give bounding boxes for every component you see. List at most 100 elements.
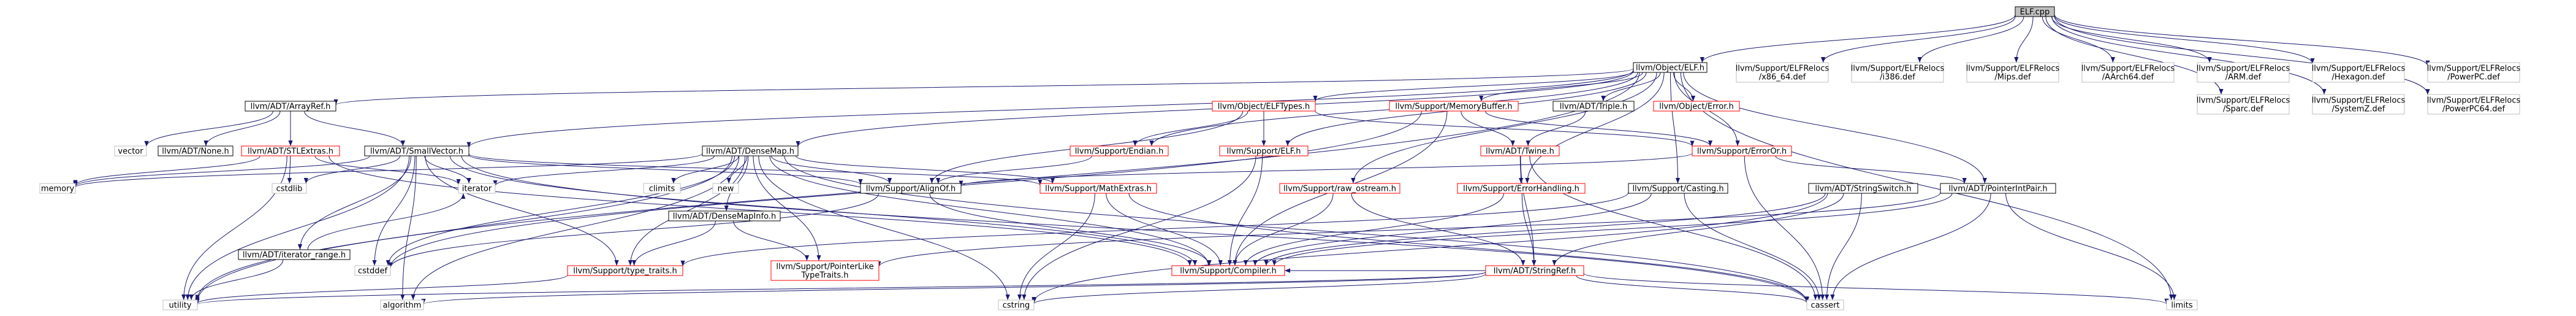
node-label: llvm/ADT/DenseMapInfo.h — [673, 212, 776, 222]
node-box — [354, 265, 391, 276]
edge-densemap-to-cstring — [758, 155, 1010, 301]
node-cstring: cstring — [998, 299, 1035, 310]
edge-typetraits-to-utility — [195, 274, 568, 304]
node-label: llvm/Support/ELFRelocs — [2427, 96, 2521, 106]
node-relocs-hexagon: llvm/Support/ELFRelocs/Hexagon.def — [2312, 62, 2406, 83]
node-twine[interactable]: llvm/ADT/Twine.h — [1480, 145, 1560, 156]
node-label: llvm/ADT/Triple.h — [1560, 102, 1627, 112]
edge-arrayref-to-none — [203, 110, 281, 147]
edge-smallvector-to-mathextras — [468, 153, 1043, 186]
node-memorybuffer[interactable]: llvm/Support/MemoryBuffer.h — [1389, 101, 1519, 112]
edge-elf_cpp-to-relocs_ppc64 — [2054, 15, 2430, 95]
node-box — [1808, 183, 1918, 194]
edge-densemap-to-algorithm — [411, 155, 740, 301]
node-object-elf[interactable]: llvm/Object/ELF.h — [1633, 62, 1708, 73]
node-box — [1806, 299, 1844, 310]
edge-densemapinfo-to-ptrliketraits — [733, 220, 810, 261]
node-objerror[interactable]: llvm/Object/Error.h — [1653, 101, 1740, 112]
node-label: llvm/Support/ErrorOr.h — [1697, 147, 1787, 156]
edge-alignof-to-compiler — [929, 193, 1212, 266]
node-label: llvm/Support/ELFRelocs — [2197, 64, 2290, 74]
node-relocs-systemz: llvm/Support/ELFRelocs/SystemZ.def — [2312, 94, 2406, 115]
node-box — [2015, 6, 2055, 17]
node-relocs-aarch64: llvm/Support/ELFRelocs/AArch64.def — [2081, 62, 2175, 83]
edge-elftypes-to-endian — [1133, 110, 1248, 147]
node-box — [39, 183, 76, 194]
edge-twine-to-errorhandling — [1519, 155, 1524, 184]
node-label: new — [718, 185, 734, 194]
edge-object_elf-to-errorhandling — [1525, 72, 1665, 184]
node-label: cstddef — [358, 267, 388, 276]
node-alignof[interactable]: llvm/Support/AlignOf.h — [860, 183, 962, 194]
edge-elf_cpp-to-relocs_sparc — [2045, 16, 2224, 95]
edge-mathextras-to-cassert — [1128, 193, 1809, 303]
node-relocs-ppc: llvm/Support/ELFRelocs/PowerPC.def — [2427, 62, 2521, 83]
node-box — [1480, 145, 1560, 156]
node-label: memory — [41, 185, 75, 194]
node-box — [241, 145, 340, 156]
node-errorhandling[interactable]: llvm/Support/ErrorHandling.h — [1457, 183, 1586, 194]
node-memory: memory — [39, 183, 76, 194]
node-label: llvm/Support/ELFRelocs — [2081, 64, 2175, 74]
node-iterator-range[interactable]: llvm/ADT/iterator_range.h — [238, 249, 351, 260]
node-endian[interactable]: llvm/Support/Endian.h — [1070, 145, 1169, 156]
edge-elf_cpp-to-relocs_hexagon — [2054, 15, 2315, 64]
node-label: /Hexagon.def — [2332, 73, 2385, 82]
node-mathextras[interactable]: llvm/Support/MathExtras.h — [1039, 183, 1157, 194]
edge-object_elf-to-arrayref — [334, 68, 1634, 106]
edge-iterator_range-to-utility — [189, 259, 284, 301]
node-casting[interactable]: llvm/Support/Casting.h — [1628, 183, 1728, 194]
node-cstdlib: cstdlib — [272, 183, 307, 194]
edge-supportelf-to-cstring — [1022, 155, 1256, 301]
edge-stlextras-to-memory — [73, 155, 260, 186]
node-smallvector[interactable]: llvm/ADT/SmallVector.h — [364, 145, 469, 156]
node-relocs-i386: llvm/Support/ELFRelocs/i386.def — [1851, 62, 1945, 83]
node-label: llvm/Support/MathExtras.h — [1045, 185, 1152, 194]
node-compiler[interactable]: llvm/Support/Compiler.h — [1171, 265, 1285, 276]
node-typetraits[interactable]: llvm/Support/type_traits.h — [567, 265, 683, 276]
edge-errorhandling-to-compiler — [1243, 193, 1504, 266]
node-box — [380, 299, 424, 310]
node-box — [1485, 265, 1584, 276]
node-erroror[interactable]: llvm/Support/ErrorOr.h — [1692, 145, 1792, 156]
node-none[interactable]: llvm/ADT/None.h — [158, 145, 234, 156]
node-densemap[interactable]: llvm/ADT/DenseMap.h — [702, 145, 799, 156]
edge-stringref-to-algorithm — [422, 271, 1486, 305]
node-box — [1070, 145, 1169, 156]
node-supportelf[interactable]: llvm/Support/ELF.h — [1219, 145, 1309, 156]
node-box — [364, 145, 469, 156]
node-label: llvm/ADT/DenseMap.h — [706, 147, 794, 156]
node-label: llvm/Support/ELFRelocs — [2427, 64, 2521, 74]
edge-smallvector-to-iterator — [424, 155, 471, 184]
node-label: climits — [649, 185, 675, 194]
edge-smallvector-to-utility — [185, 155, 410, 301]
node-box — [1692, 145, 1792, 156]
node-triple[interactable]: llvm/ADT/Triple.h — [1552, 101, 1635, 112]
node-label: cstring — [1003, 301, 1030, 310]
node-cassert: cassert — [1806, 299, 1844, 310]
edge-object_elf-to-pointerintpair — [1683, 72, 1987, 184]
node-stringref[interactable]: llvm/ADT/StringRef.h — [1485, 265, 1584, 276]
node-elf-cpp[interactable]: ELF.cpp — [2015, 6, 2055, 17]
node-label: /i386.def — [1880, 73, 1915, 82]
node-rawostream[interactable]: llvm/Support/raw_ostream.h — [1279, 183, 1400, 194]
edge-pointerintpair-to-ptrliketraits — [876, 192, 1941, 267]
edge-elf_cpp-to-relocs_mips — [2014, 16, 2034, 63]
node-label: /x86_64.def — [1759, 73, 1806, 82]
node-pointerintpair[interactable]: llvm/ADT/PointerIntPair.h — [1940, 183, 2056, 194]
node-elftypes[interactable]: llvm/Object/ELFTypes.h — [1212, 101, 1316, 112]
node-box — [2312, 62, 2405, 83]
edge-stlextras-to-cstdlib — [287, 155, 292, 184]
node-stringswitch[interactable]: llvm/ADT/StringSwitch.h — [1808, 183, 1918, 194]
edge-casting-to-typetraits — [680, 192, 1629, 266]
edge-densemap-to-cassert — [784, 155, 1809, 303]
node-arrayref[interactable]: llvm/ADT/ArrayRef.h — [245, 101, 336, 112]
edge-supportelf-to-compiler — [1227, 155, 1263, 266]
edge-memorybuffer-to-twine — [1461, 110, 1515, 147]
edge-smallvector-to-memory — [73, 155, 370, 187]
node-stlextras[interactable]: llvm/ADT/STLExtras.h — [241, 145, 340, 156]
node-densemapinfo[interactable]: llvm/ADT/DenseMapInfo.h — [668, 210, 781, 222]
edge-elftypes-to-erroror — [1315, 110, 1695, 147]
